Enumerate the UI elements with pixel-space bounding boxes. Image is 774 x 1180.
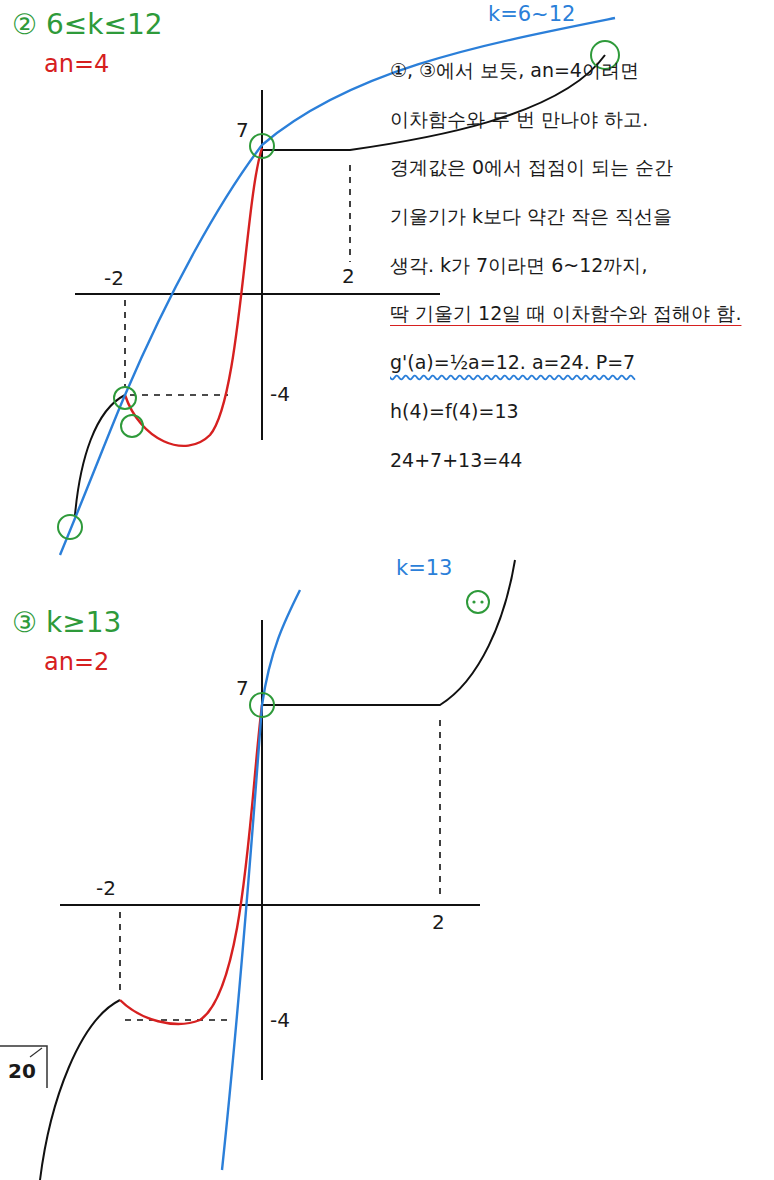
axis-value: 2 <box>432 910 445 934</box>
dot <box>480 600 483 603</box>
count-note: an=2 <box>44 648 109 677</box>
y-axis <box>261 90 263 440</box>
intersection-mark <box>114 387 136 409</box>
slope-label: k=13 <box>396 556 452 581</box>
count-note: an=4 <box>44 50 109 79</box>
intersection-mark <box>467 591 489 613</box>
axis-value: 7 <box>236 118 249 142</box>
dashed-guide <box>439 720 441 898</box>
dot <box>472 600 475 603</box>
slope-label: k=6~12 <box>488 2 575 27</box>
explanation-line: ①, ③에서 보듯, an=4이려면 <box>390 58 768 83</box>
line-graph <box>222 590 300 1170</box>
dashed-guide <box>349 165 351 262</box>
intersection-mark <box>250 134 274 158</box>
axis-value: -4 <box>270 1008 290 1032</box>
explanation-line: 이차함수와 두 번 만나야 하고. <box>390 107 768 132</box>
intersection-mark <box>58 515 82 539</box>
explanation-line: 딱 기울기 12일 때 이차함수와 접해야 함. <box>390 301 768 326</box>
explanation-column: ①, ③에서 보듯, an=4이려면이차함수와 두 번 만나야 하고. 경계값은 … <box>390 58 768 496</box>
line-graph <box>60 18 615 555</box>
explanation-line: h(4)=f(4)=13 <box>390 399 768 424</box>
axis-value: -2 <box>104 266 124 290</box>
intersection-mark <box>250 693 274 717</box>
x-axis <box>60 904 480 906</box>
dashed-guide <box>130 394 228 396</box>
explanation-line: 경계값은 0에서 접점이 되는 순간 <box>390 155 768 180</box>
page-number-box: 20 <box>0 1045 48 1089</box>
case-heading: ③ k≥13 <box>12 606 121 640</box>
dashed-guide <box>119 912 121 995</box>
x-axis <box>75 293 440 295</box>
explanation-line: 생각. k가 7이라면 6~12까지, <box>390 253 768 278</box>
intersection-mark <box>121 415 143 437</box>
axis-value: -4 <box>270 382 290 406</box>
axis-value: 2 <box>342 264 355 288</box>
page-number: 20 <box>8 1059 36 1083</box>
dashed-guide <box>124 300 126 388</box>
explanation-line: g'(a)=½a=12. a=24. P=7 <box>390 350 768 375</box>
dashed-guide <box>125 1019 232 1021</box>
y-axis <box>261 620 263 1080</box>
function-curve <box>262 560 515 705</box>
explanation-line: 기울기가 k보다 약간 작은 직선을 <box>390 204 768 229</box>
axis-value: -2 <box>96 876 116 900</box>
explanation-line: 24+7+13=44 <box>390 448 768 473</box>
axis-value: 7 <box>236 676 249 700</box>
function-curve <box>40 1000 120 1180</box>
quadratic-curve <box>125 148 262 446</box>
case-heading: ② 6≤k≤12 <box>12 8 163 42</box>
